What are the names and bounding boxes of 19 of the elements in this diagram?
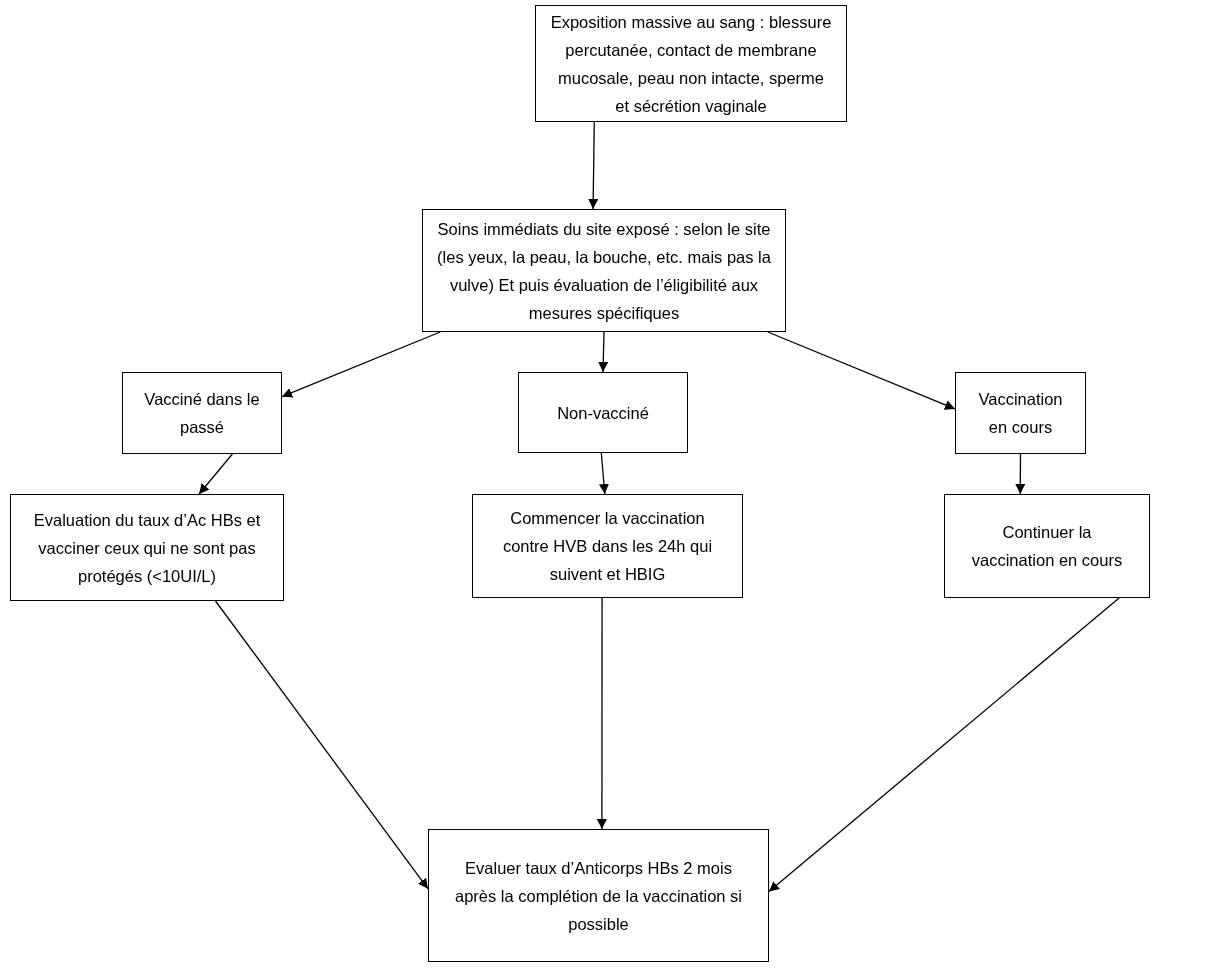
arrow	[767, 331, 956, 410]
process-box: Exposition massive au sang : blessure percutanée, contact de membrane mucosale, peau non intacte, sperme et sécrétion vaginale	[535, 5, 847, 122]
arrow	[598, 452, 609, 495]
arrow	[198, 453, 234, 495]
process-box: Vaccination en cours	[955, 372, 1086, 454]
process-box: Continuer la vaccination en cours	[944, 494, 1150, 598]
arrow	[768, 597, 1120, 893]
arrow	[1015, 453, 1026, 495]
arrow	[588, 121, 599, 210]
arrow	[214, 600, 429, 890]
process-box: Vacciné dans le passé	[122, 372, 282, 454]
arrow	[596, 597, 607, 830]
process-box: Evaluer taux d’Anticorps HBs 2 mois après la complétion de la vaccination si possible	[428, 829, 769, 962]
process-box: Commencer la vaccination contre HVB dans les 24h qui suivent et HBIG	[472, 494, 743, 598]
process-box: Non-vacciné	[518, 372, 688, 453]
arrow	[598, 331, 609, 373]
process-box: Soins immédiats du site exposé : selon le site (les yeux, la peau, la bouche, etc. mais pas la vulve) Et puis évaluation de l’éligibilité aux mesures spécifiques	[422, 209, 786, 332]
process-box: Evaluation du taux d’Ac HBs et vacciner ceux qui ne sont pas protégés (<10UI/L)	[10, 494, 284, 601]
arrow	[281, 331, 441, 398]
